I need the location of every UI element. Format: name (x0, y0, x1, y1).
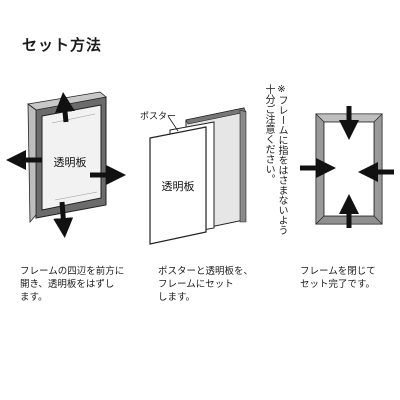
step1-frame-diagram: 透明板 (6, 91, 126, 238)
step1-caption: フレームの四辺を前方に 開き、透明板をはずし ます。 (20, 266, 125, 303)
step2-caption: ポスターと透明板を、 フレームにセット します。 (158, 266, 254, 303)
step2-frame-diagram: 透明板 ポスター (140, 107, 247, 245)
step3-frame-diagram (300, 106, 394, 228)
step2-transparent-panel (149, 126, 207, 245)
step1-panel-label: 透明板 (54, 155, 87, 169)
page-title: セット方法 (22, 36, 103, 54)
poster-callout-label: ポスター (140, 111, 176, 122)
poster-callout-line (167, 115, 179, 132)
step3-frame-inner (323, 121, 375, 217)
step1-arrow-up (55, 92, 75, 123)
step1-transparent-panel (41, 104, 102, 211)
step2-panel-label: 透明板 (162, 179, 195, 193)
step1-frame-left-edge (27, 103, 37, 224)
caution-note: ※フレームに指をはさまないよう 十分ご注意ください。 (263, 84, 287, 235)
step3-caption: フレームを閉じて セット完了です。 (300, 266, 376, 290)
step1-arrow-down (53, 201, 74, 238)
